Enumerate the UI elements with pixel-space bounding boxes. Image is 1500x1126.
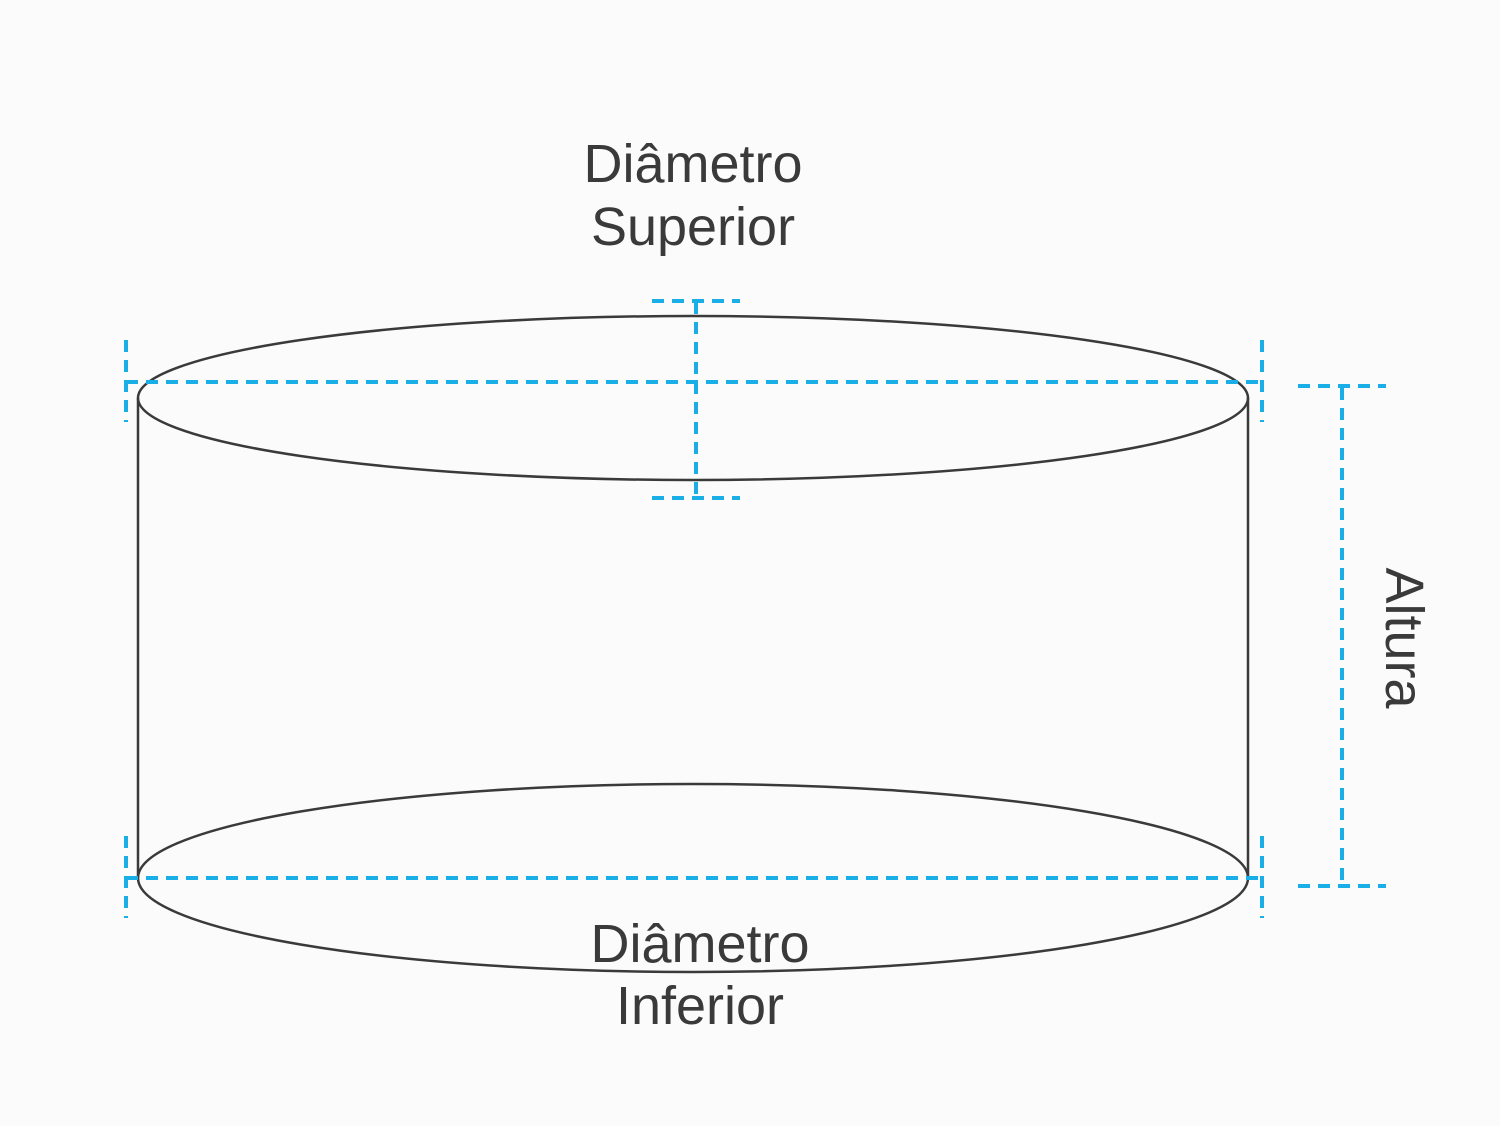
bottom-diameter-dimension bbox=[124, 836, 1264, 918]
top-ellipse-depth-dimension bbox=[652, 299, 740, 500]
top-diameter-label-line2: Superior bbox=[591, 197, 795, 257]
cylinder-top-ellipse bbox=[136, 314, 1250, 482]
top-diameter-label-line1: Diâmetro bbox=[583, 134, 802, 194]
height-dimension bbox=[1298, 384, 1386, 888]
bottom-diameter-label-line1: Diâmetro bbox=[590, 914, 809, 974]
height-label: Altura bbox=[1374, 567, 1434, 709]
bottom-diameter-label-line2: Inferior bbox=[616, 976, 784, 1036]
cylinder-shape bbox=[136, 314, 1250, 974]
